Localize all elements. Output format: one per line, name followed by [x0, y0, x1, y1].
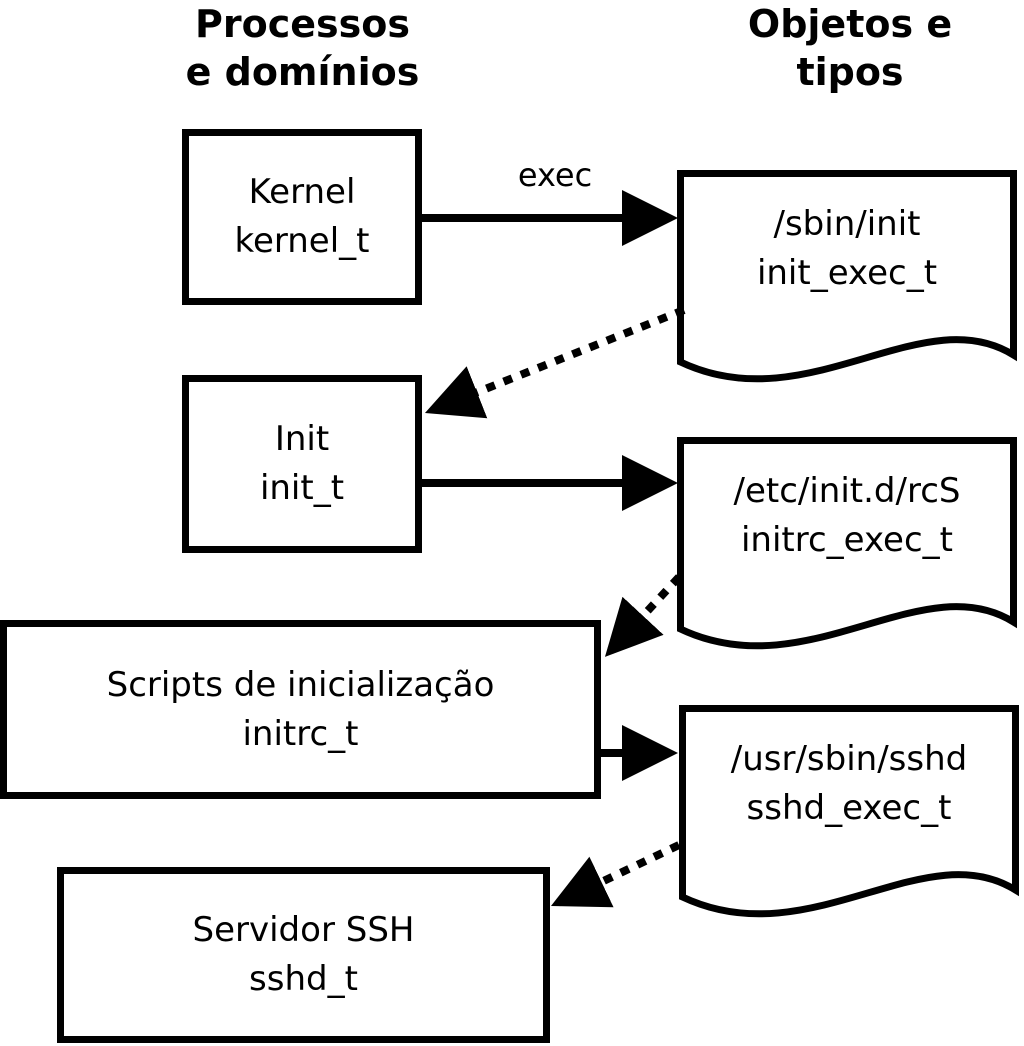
process-name: Servidor SSH	[192, 910, 415, 950]
process-type: kernel_t	[234, 221, 370, 261]
object-type: init_exec_t	[756, 253, 938, 293]
transition-arrow-sshd-exec-to-sshd	[550, 841, 681, 908]
process-box-initrc: Scripts de inicialização initrc_t	[0, 620, 601, 799]
document-shape-initrc-exec	[677, 437, 1017, 650]
document-shape-sshd-exec	[679, 705, 1019, 918]
transition-arrow-init-exec-to-init	[424, 306, 686, 419]
object-document-initrc-exec: /etc/init.d/rcS initrc_exec_t	[677, 467, 1017, 565]
column-header-line: e domínios	[185, 50, 420, 94]
object-document-sshd-exec: /usr/sbin/sshd sshd_exec_t	[679, 735, 1019, 833]
column-header-line: Processos	[195, 2, 410, 46]
process-type: initrc_t	[242, 713, 359, 754]
process-name: Kernel	[248, 172, 356, 212]
column-header-processes: Processos e domínios	[80, 0, 525, 96]
column-header-line: Objetos e	[747, 2, 953, 46]
process-type: sshd_t	[249, 959, 358, 999]
object-path: /usr/sbin/sshd	[730, 739, 968, 779]
process-box-kernel: Kernel kernel_t	[182, 129, 422, 305]
document-shape-init-exec	[677, 170, 1017, 383]
object-document-init-exec: /sbin/init init_exec_t	[677, 200, 1017, 298]
object-type: initrc_exec_t	[740, 520, 954, 560]
process-type: init_t	[259, 468, 345, 508]
object-path: /etc/init.d/rcS	[733, 471, 961, 511]
column-header-objects: Objetos e tipos	[650, 0, 1024, 96]
process-name: Scripts de inicialização	[106, 664, 495, 705]
object-type: sshd_exec_t	[746, 788, 952, 828]
exec-edge-label: exec	[517, 156, 593, 194]
process-box-sshd: Servidor SSH sshd_t	[57, 867, 550, 1043]
column-header-line: tipos	[796, 50, 904, 94]
process-name: Init	[274, 419, 330, 459]
process-box-init: Init init_t	[182, 375, 422, 553]
transition-arrow-initrc-exec-to-initrc	[604, 574, 682, 657]
object-path: /sbin/init	[773, 204, 921, 244]
